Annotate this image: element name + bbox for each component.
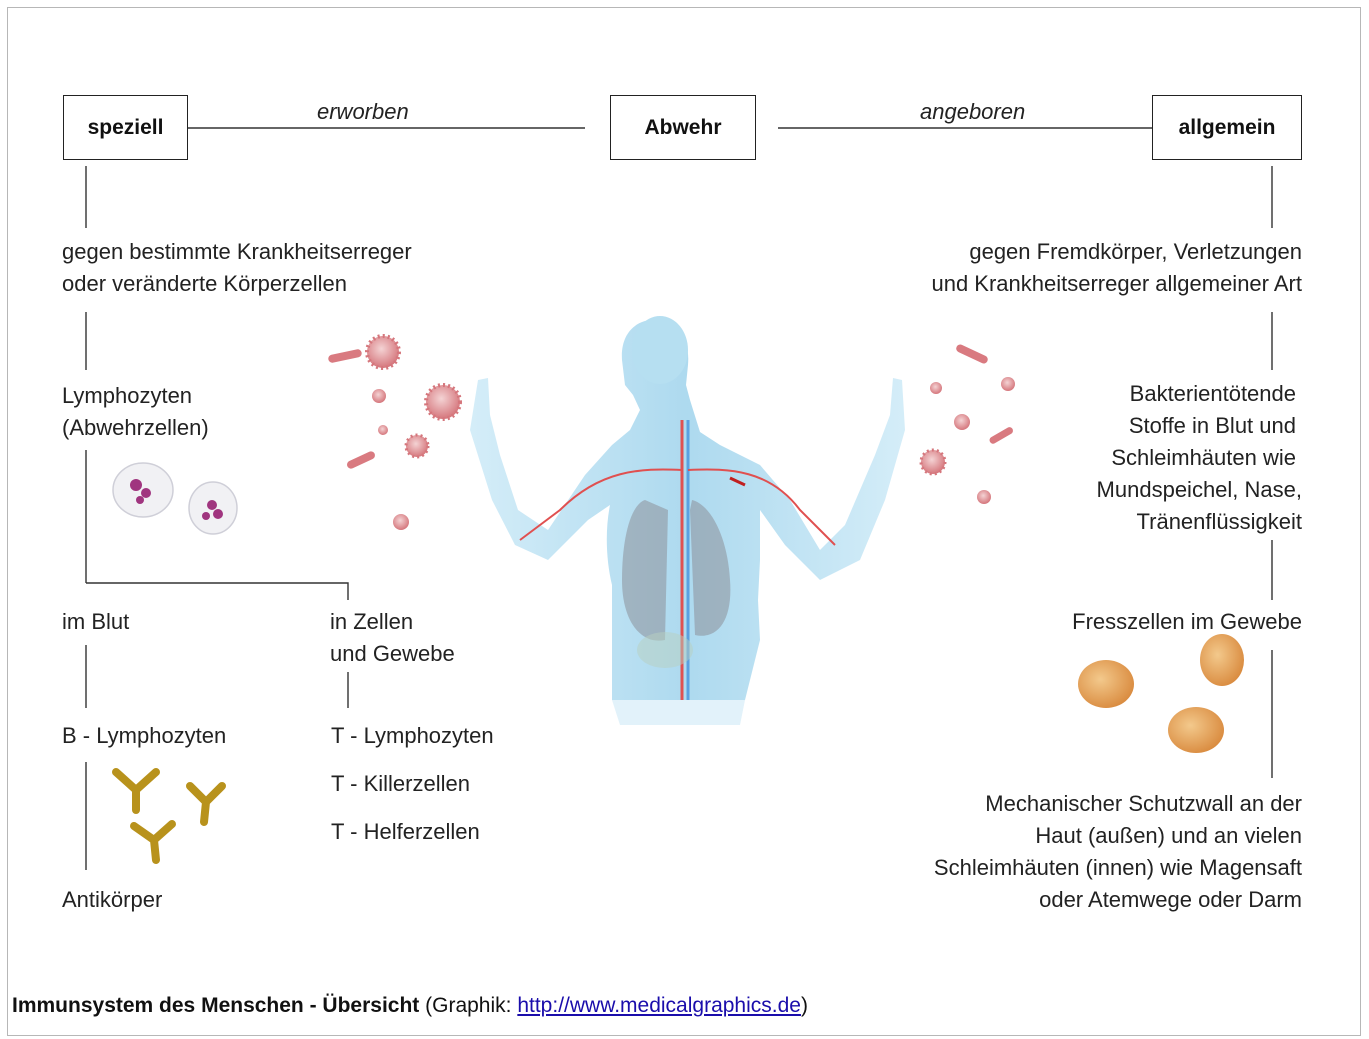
left-description-line-1: gegen bestimmte Krankheitserreger: [62, 236, 412, 268]
caption-suffix: ): [801, 994, 808, 1017]
virus-icon: [954, 414, 970, 430]
pathogens-right: [921, 343, 1015, 504]
t-lymphocytes-label: T - Lymphozyten: [331, 720, 494, 752]
lymphocytes-label-line-2: (Abwehrzellen): [62, 412, 209, 444]
lymphocyte-icon: [189, 482, 237, 534]
mechanical-defense-line-3: Schleimhäuten (innen) wie Magensaft: [934, 852, 1302, 884]
chemical-defense-line-3: Schleimhäuten wie: [1111, 442, 1296, 474]
caption-title: Immunsystem des Menschen - Übersicht: [12, 994, 419, 1017]
b-lymphocytes-label: B - Lymphozyten: [62, 720, 226, 752]
lymphocyte-icon: [113, 463, 173, 517]
virus-icon: [1001, 377, 1015, 391]
virus-icon: [367, 336, 399, 368]
virus-icon: [378, 425, 388, 435]
antibody-icons: [116, 772, 222, 860]
mechanical-defense-line-2: Haut (außen) und an vielen: [1035, 820, 1302, 852]
phagocyte-icons: [1078, 634, 1244, 753]
caption-prefix: (Graphik:: [419, 994, 517, 1017]
bacteria-icon: [988, 426, 1014, 445]
pathogens-left: [328, 336, 460, 530]
chemical-defense-line-1: Bakterientötende: [1130, 378, 1296, 410]
virus-icon: [977, 490, 991, 504]
edge-label-angeboren: angeboren: [920, 96, 1025, 128]
chemical-defense-line-2: Stoffe in Blut und: [1129, 410, 1296, 442]
phagocytes-label: Fresszellen im Gewebe: [1072, 606, 1302, 638]
chemical-defense-line-5: Tränenflüssigkeit: [1137, 506, 1302, 538]
caption: Immunsystem des Menschen - Übersicht (Gr…: [12, 994, 808, 1018]
t-helper-cells-label: T - Helferzellen: [331, 816, 480, 848]
virus-icon: [393, 514, 409, 530]
right-description-line-2: und Krankheitserreger allgemeiner Art: [931, 268, 1302, 300]
bacteria-icon: [346, 450, 377, 470]
human-figure-illustration: [470, 316, 905, 725]
branch-blood-label: im Blut: [62, 606, 129, 638]
caption-source-link[interactable]: http://www.medicalgraphics.de: [517, 994, 801, 1017]
box-allgemein: allgemein: [1152, 95, 1302, 160]
left-description-line-2: oder veränderte Körperzellen: [62, 268, 347, 300]
virus-icon: [426, 385, 460, 419]
branch-tissue-label-line-2: und Gewebe: [330, 638, 455, 670]
virus-icon: [921, 450, 945, 474]
phagocyte-icon: [1078, 660, 1134, 708]
bacteria-icon: [955, 343, 989, 365]
mechanical-defense-line-4: oder Atemwege oder Darm: [1039, 884, 1302, 916]
lymphocytes-label-line-1: Lymphozyten: [62, 380, 192, 412]
lymphocyte-icons: [113, 463, 237, 534]
branch-tissue-label-line-1: in Zellen: [330, 606, 413, 638]
mechanical-defense-line-1: Mechanischer Schutzwall an der: [985, 788, 1302, 820]
box-speziell: speziell: [63, 95, 188, 160]
t-killer-cells-label: T - Killerzellen: [331, 768, 470, 800]
phagocyte-icon: [1200, 634, 1244, 686]
antibody-icon: [134, 824, 172, 860]
antibodies-label: Antikörper: [62, 884, 162, 916]
antibody-icon: [116, 772, 156, 810]
virus-icon: [372, 389, 386, 403]
virus-icon: [406, 435, 428, 457]
chemical-defense-line-4: Mundspeichel, Nase,: [1097, 474, 1302, 506]
phagocyte-icon: [1168, 707, 1224, 753]
virus-icon: [930, 382, 942, 394]
bacteria-icon: [328, 349, 363, 364]
antibody-icon: [190, 786, 222, 822]
left-branch: [86, 583, 348, 600]
edge-label-erworben: erworben: [317, 96, 409, 128]
right-description-line-1: gegen Fremdkörper, Verletzungen: [969, 236, 1302, 268]
box-abwehr: Abwehr: [610, 95, 756, 160]
